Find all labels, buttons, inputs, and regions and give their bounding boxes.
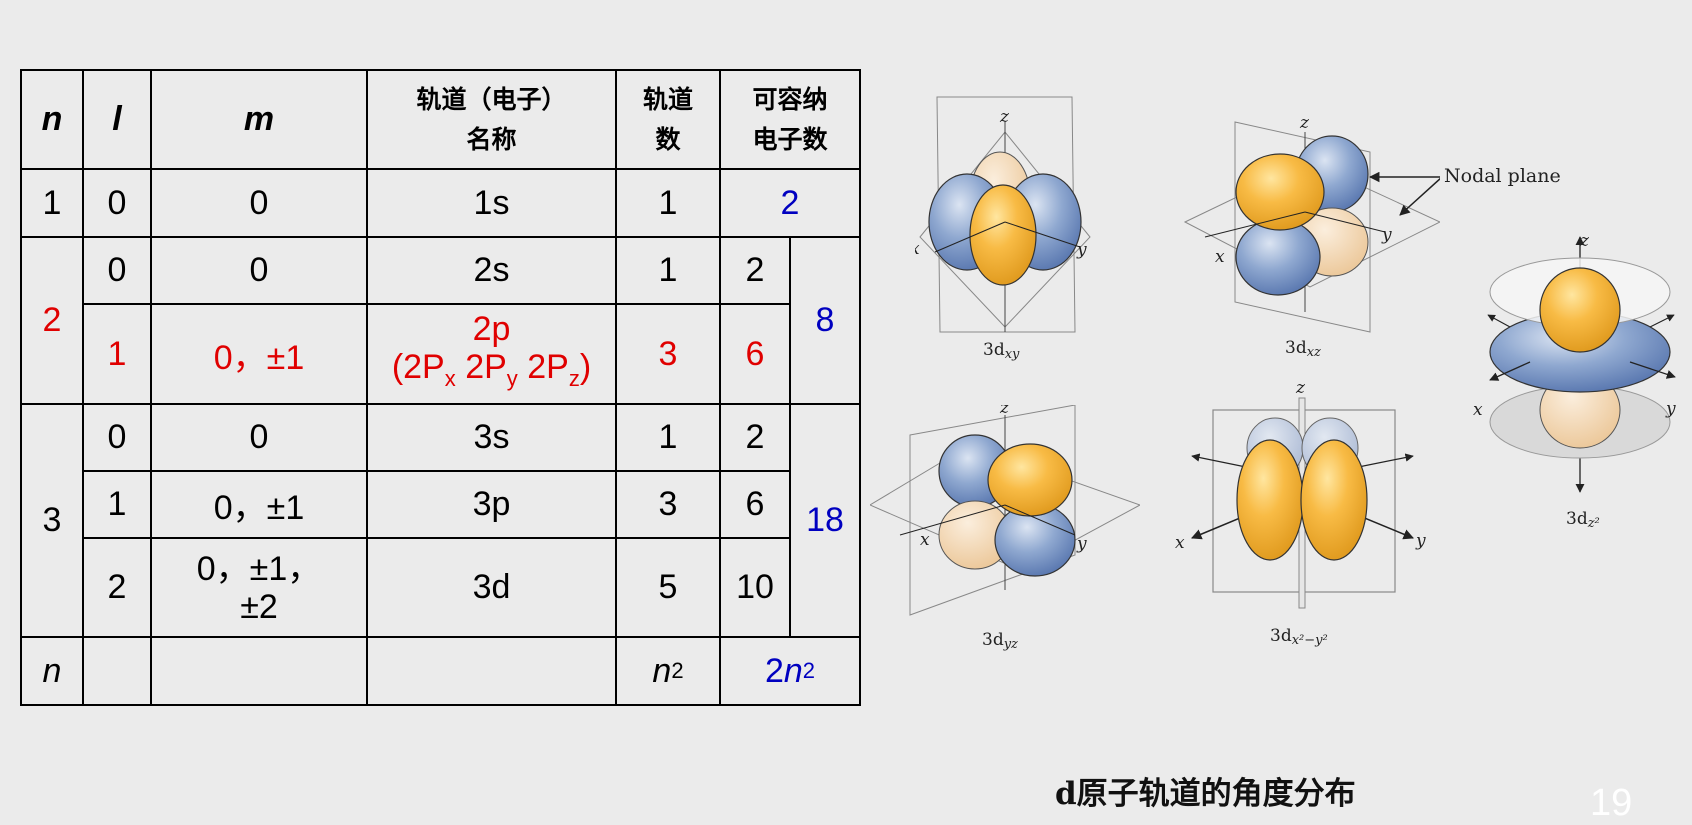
row2p-l: 1 <box>107 334 127 373</box>
rown-n: n <box>42 651 62 690</box>
orbital-3dxz-label: 3dxz <box>1285 338 1321 360</box>
row3p-l: 1 <box>107 485 127 523</box>
row3s-l: 0 <box>107 418 127 456</box>
header-orbital-count: 轨道 数 <box>617 71 719 168</box>
orbital-3dz2: z x y 3dz² <box>1473 232 1676 531</box>
figure-caption: d原子轨道的角度分布 <box>1055 776 1356 812</box>
axis-z-label: z <box>999 405 1010 418</box>
row2p-cap: 6 <box>745 334 765 373</box>
orbital-3dxy: z x y 3dxy <box>915 96 1091 362</box>
nodal-plane-label: Nodal plane <box>1444 165 1561 187</box>
row1-name: 1s <box>473 183 510 222</box>
axis-y-label: y <box>1415 531 1426 551</box>
orbital-3dz2-label: 3dz² <box>1566 509 1600 531</box>
lobe-upper-yellow <box>1235 153 1325 231</box>
orbital-3dyz: z x y 3dyz <box>870 405 1140 652</box>
row2p-name-line1: 2p <box>472 310 511 349</box>
lobe-left-yellow <box>1236 439 1304 561</box>
lobe-front-yellow <box>969 184 1037 286</box>
axis-y-label: y <box>1076 534 1087 554</box>
row2p-m: 0，±1 <box>213 338 305 377</box>
orbital-3dx2y2-label: 3dx²−y² <box>1270 626 1328 648</box>
row3d-count: 5 <box>658 568 678 606</box>
row2s-name: 2s <box>473 251 510 289</box>
row3p-name: 3p <box>472 485 511 523</box>
row3d-l: 2 <box>107 568 127 606</box>
row2s-l: 0 <box>107 251 127 289</box>
row3s-m: 0 <box>249 418 269 456</box>
row3d-m: 0，±1， ±2 <box>152 539 366 636</box>
shell2-n: 2 <box>42 301 62 339</box>
axis-z-label: z <box>1295 378 1306 398</box>
row2s-count: 1 <box>658 251 678 289</box>
orbital-3dyz-label: 3dyz <box>982 630 1018 652</box>
shell2-total: 8 <box>815 301 835 339</box>
row2p-name: 2p (2Px 2Py 2Pz) <box>368 305 615 403</box>
header-n: n <box>41 100 63 138</box>
axis-z-label: z <box>1579 232 1590 251</box>
row2s-cap: 2 <box>745 251 765 289</box>
row3p-m: 0，±1 <box>213 489 305 527</box>
header-orbital-count-line1: 轨道 <box>642 84 693 114</box>
shell3-total: 18 <box>806 501 844 539</box>
row2p-name-line2: (2Px 2Py 2Pz) <box>391 348 592 391</box>
axis-y-label: y <box>1665 399 1676 419</box>
orbital-3dx2y2: z x y 3dx²−y² <box>1175 378 1426 648</box>
row3s-cap: 2 <box>745 418 765 456</box>
header-m: m <box>243 100 275 138</box>
row3d-m-line2: ±2 <box>240 587 278 626</box>
header-l: l <box>112 100 122 138</box>
row1-n: 1 <box>42 183 62 222</box>
header-capacity-line1: 可容纳 <box>752 84 828 114</box>
row3s-name: 3s <box>473 418 510 456</box>
row3p-count: 3 <box>658 485 678 523</box>
axis-x-label: x <box>915 239 920 259</box>
header-orbital-name-line2: 名称 <box>466 124 517 154</box>
axis-x-label: x <box>1215 247 1225 267</box>
row2p-count: 3 <box>658 334 678 373</box>
header-capacity-line2: 电子数 <box>752 124 828 154</box>
row1-l: 0 <box>107 183 127 222</box>
page-number: 19 <box>1590 782 1633 824</box>
axis-x-label: x <box>1175 533 1185 553</box>
quantum-number-table: n l m 轨道（电子） 名称 轨道 数 可容纳 电子数 1 0 0 1s 1 … <box>20 69 861 706</box>
axis-z-label: z <box>1299 113 1310 133</box>
lobe-upper-yellow <box>1539 267 1621 353</box>
row3d-m-line1: 0，±1， <box>196 549 322 588</box>
axis-x-label: x <box>920 530 930 550</box>
orbital-3dxz: z x y 3dxz <box>1183 113 1440 360</box>
row1-count: 1 <box>658 183 678 222</box>
header-orbital-name-line1: 轨道（电子） <box>416 84 567 114</box>
row1-capacity: 2 <box>780 183 800 222</box>
axis-z-label: z <box>999 107 1010 127</box>
axis-y-label: y <box>1381 225 1392 245</box>
axis-x-label: x <box>1473 400 1483 420</box>
row3d-name: 3d <box>472 568 511 606</box>
row3p-cap: 6 <box>745 485 765 523</box>
header-orbital-count-line2: 数 <box>655 124 681 154</box>
lobe-right-yellow <box>1300 439 1368 561</box>
header-capacity: 可容纳 电子数 <box>721 71 859 168</box>
orbital-3dxy-label: 3dxy <box>983 340 1020 362</box>
lobe-upper-yellow <box>987 443 1073 517</box>
row2s-m: 0 <box>249 251 269 289</box>
row1-m: 0 <box>249 183 269 222</box>
row3d-cap: 10 <box>736 568 774 606</box>
shell3-n: 3 <box>42 501 62 539</box>
axis-y-label: y <box>1076 240 1087 260</box>
row3s-count: 1 <box>658 418 678 456</box>
header-orbital-name: 轨道（电子） 名称 <box>368 71 615 168</box>
